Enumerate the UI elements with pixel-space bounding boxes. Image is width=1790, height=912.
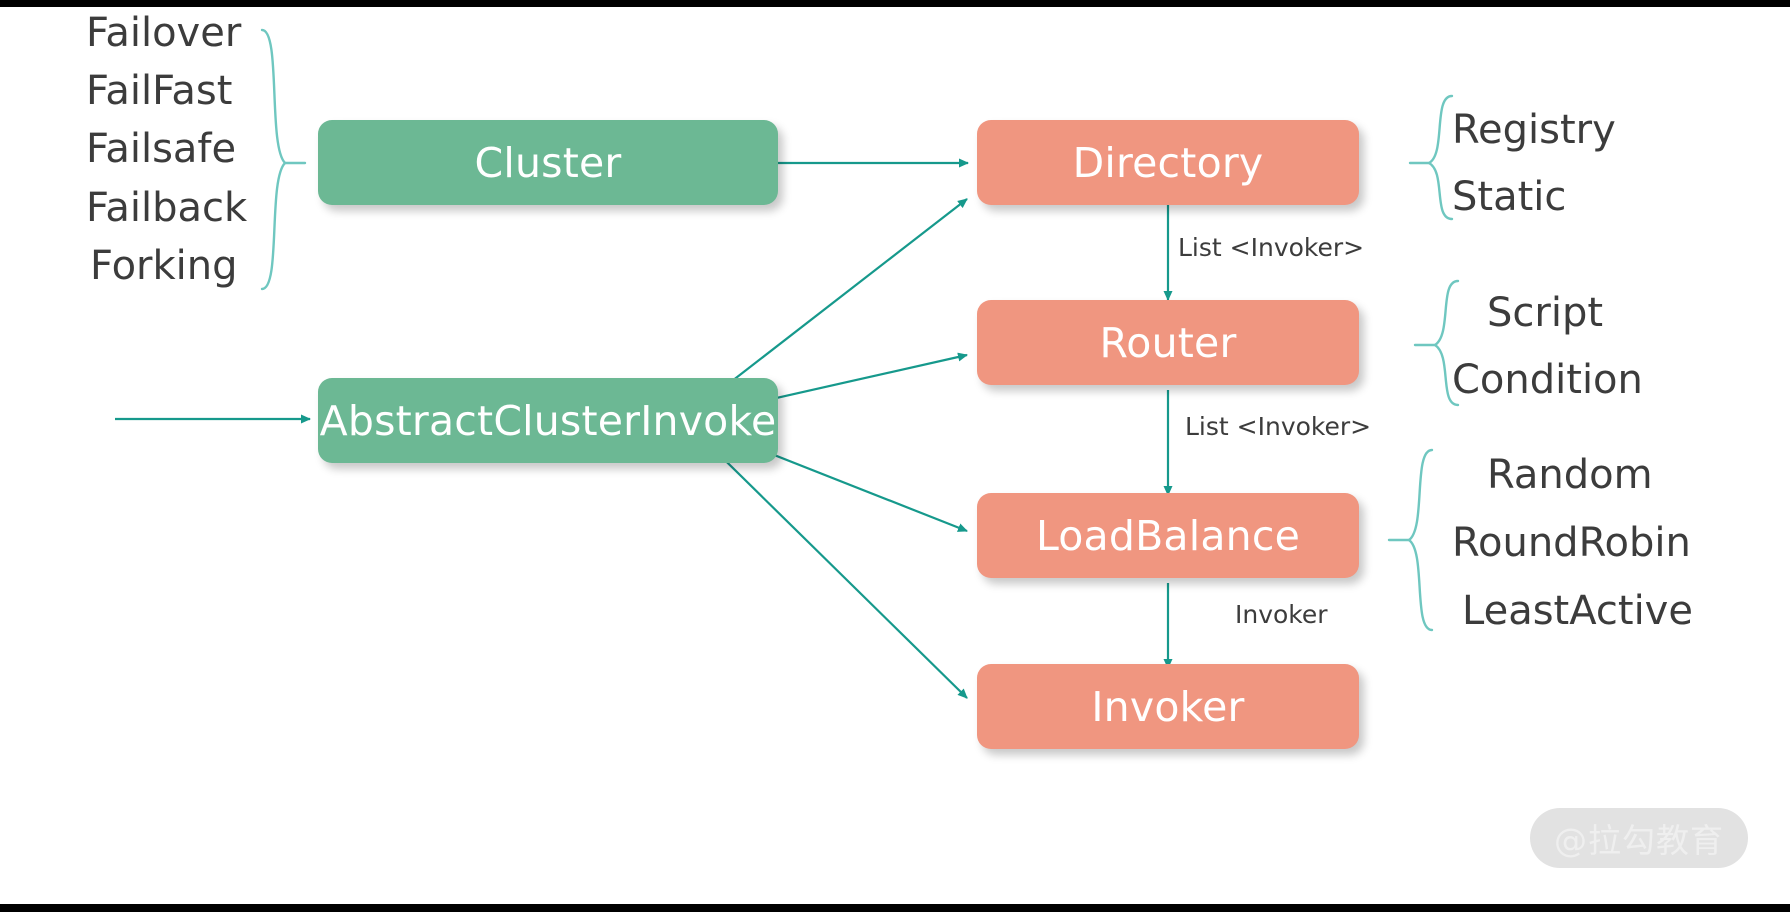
- router-impl-script: Script: [1487, 290, 1604, 336]
- cluster-strategy-failover: Failover: [86, 10, 242, 56]
- edge-label-router-to-loadbalance: List <Invoker>: [1185, 412, 1372, 441]
- directory-impl-static: Static: [1452, 174, 1567, 220]
- edge-label-directory-to-router: List <Invoker>: [1178, 233, 1365, 262]
- loadbalance-impl-random: Random: [1487, 452, 1653, 498]
- loadbalance-impl-roundrobin: RoundRobin: [1452, 520, 1691, 566]
- brace-loadbalance-impls: [1406, 448, 1434, 632]
- edge-abstract-to-invoker: [682, 418, 968, 699]
- bottom-letterbox-bar: [0, 904, 1790, 912]
- watermark-text: @拉勾教育: [1554, 821, 1724, 860]
- brace-cluster-strategies: [260, 28, 287, 291]
- directory-impl-registry: Registry: [1452, 107, 1616, 153]
- cluster-strategy-failsafe: Failsafe: [86, 126, 237, 172]
- top-letterbox-bar: [0, 0, 1790, 7]
- node-directory[interactable]: Directory: [977, 120, 1359, 205]
- node-router-label: Router: [1099, 318, 1237, 367]
- node-router[interactable]: Router: [977, 300, 1359, 385]
- cluster-strategy-forking: Forking: [90, 243, 238, 289]
- cluster-strategy-failfast: FailFast: [86, 68, 233, 114]
- cluster-strategy-failback: Failback: [86, 185, 248, 231]
- loadbalance-impl-leastactive: LeastActive: [1462, 588, 1693, 634]
- node-abstractclusterinvoke[interactable]: AbstractClusterInvoke: [318, 378, 778, 463]
- watermark: @拉勾教育: [1530, 808, 1748, 868]
- node-cluster[interactable]: Cluster: [318, 120, 778, 205]
- router-impl-condition: Condition: [1452, 357, 1643, 403]
- node-invoker[interactable]: Invoker: [977, 664, 1359, 749]
- node-loadbalance-label: LoadBalance: [1035, 511, 1301, 560]
- edge-label-loadbalance-to-invoker: Invoker: [1235, 600, 1328, 629]
- node-cluster-label: Cluster: [474, 138, 622, 187]
- node-abstractclusterinvoke-label: AbstractClusterInvoke: [319, 396, 777, 445]
- brace-directory-impls: [1426, 94, 1454, 221]
- node-directory-label: Directory: [1072, 138, 1264, 187]
- node-invoker-label: Invoker: [1091, 682, 1245, 731]
- node-loadbalance[interactable]: LoadBalance: [977, 493, 1359, 578]
